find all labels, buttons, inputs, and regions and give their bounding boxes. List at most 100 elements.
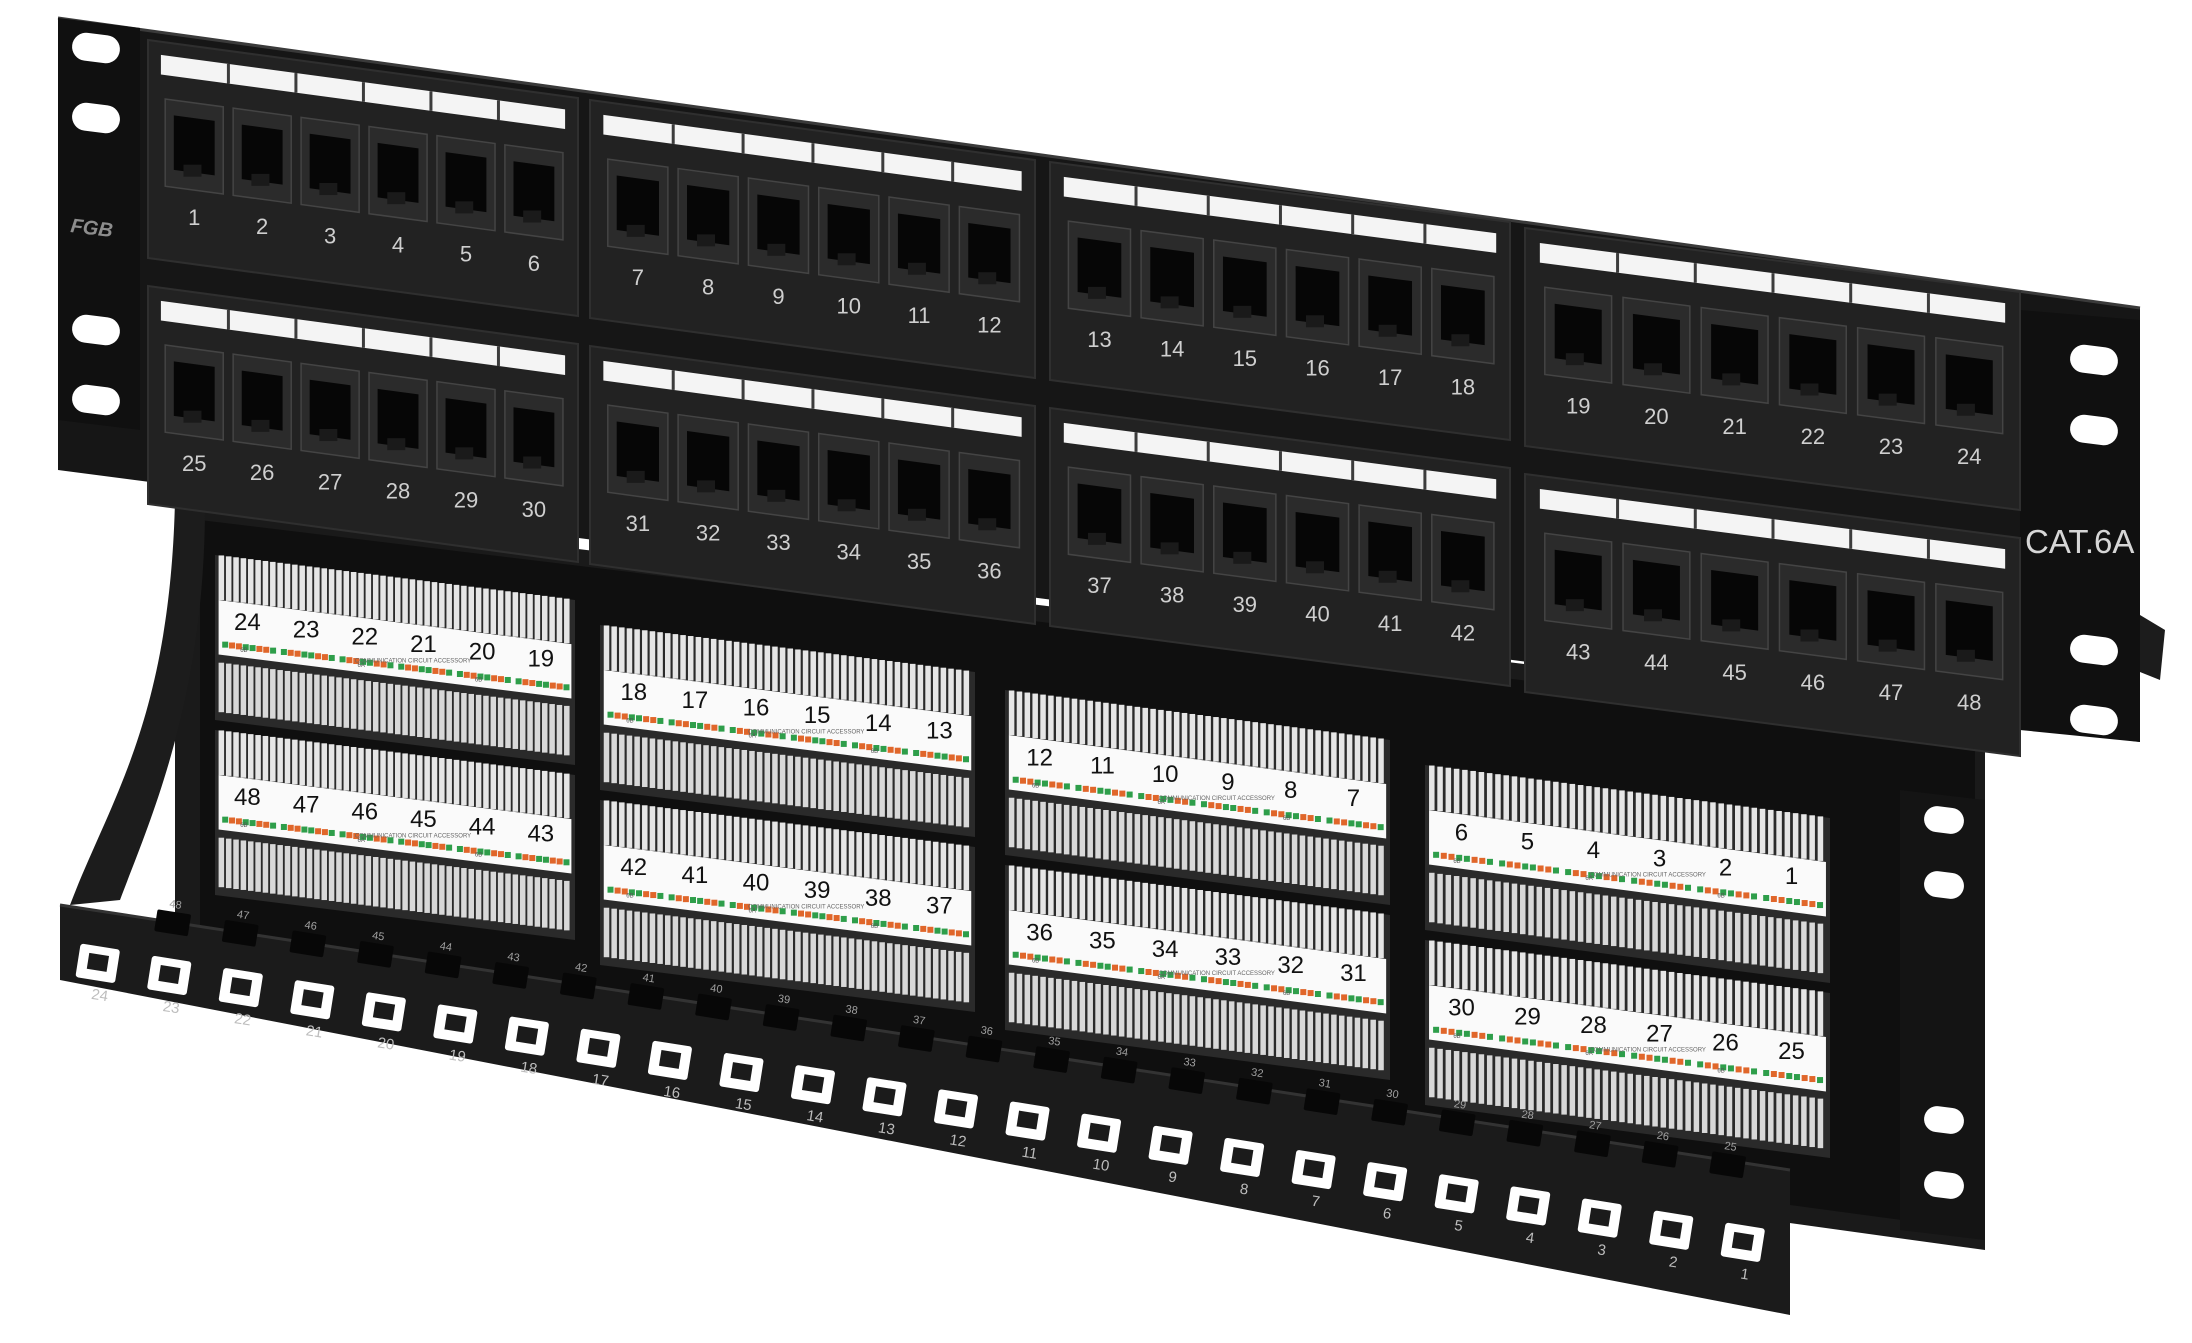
idc-contact (1470, 878, 1476, 928)
color-code-dot (366, 659, 373, 666)
color-code-dot (1189, 974, 1196, 981)
idc-contact (1056, 803, 1062, 854)
idc-contact (611, 801, 617, 846)
color-code-dot (256, 820, 263, 827)
color-code-dot (1263, 809, 1270, 816)
idc-contact (1111, 878, 1117, 924)
cable-tie-slot: 11 (1005, 1101, 1050, 1163)
idc-contact (1635, 792, 1642, 838)
color-code-dot (522, 854, 529, 861)
color-code-dot (1244, 806, 1251, 813)
port-number-label: 40 (1305, 602, 1329, 627)
idc-contact (1809, 1097, 1815, 1148)
latch-slot (1878, 639, 1897, 652)
color-code-dot (887, 746, 894, 753)
color-code-dot (866, 919, 873, 926)
idc-contact (879, 942, 885, 992)
idc-contact (1792, 920, 1799, 970)
color-code-dot (229, 642, 236, 649)
idc-contact (1323, 838, 1329, 889)
idc-contact (833, 654, 839, 699)
idc-contact (277, 562, 283, 608)
idc-contact (1134, 989, 1141, 1039)
port-number-label: 13 (1087, 327, 1111, 352)
color-code-dot (1603, 874, 1610, 881)
idc-contact (549, 771, 555, 817)
tie-slot-bridge (1588, 1207, 1611, 1227)
rj45-jack-opening (1150, 247, 1194, 308)
idc-contact (1486, 948, 1493, 993)
port-number-label: 41 (1378, 611, 1402, 636)
cable-bar-number: 30 (1385, 1088, 1399, 1102)
idc-contact (284, 845, 291, 896)
idc-contact (1817, 991, 1824, 1036)
color-code-dot (805, 736, 812, 743)
rj45-jack-opening (445, 152, 487, 213)
port-number-label: 15 (1233, 346, 1257, 371)
block-caption: COMMUNICATION CIRCUIT ACCESSORY (355, 833, 471, 839)
idc-contact (1299, 1010, 1306, 1061)
color-code-dot (1514, 862, 1521, 869)
idc-contact (1528, 1060, 1534, 1111)
color-code-dot (697, 722, 704, 729)
color-code-dot (643, 891, 650, 898)
idc-contact (1470, 770, 1476, 816)
cable-tie-slot: 12 (934, 1089, 978, 1151)
color-code-dot (1618, 876, 1625, 883)
cable-tie-slot-rear: 28 (1506, 1109, 1544, 1147)
rj45-jack-opening (1789, 334, 1837, 395)
cable-bar-number: 36 (980, 1024, 994, 1038)
idc-contact (1734, 1087, 1741, 1138)
color-code-dot (556, 858, 563, 865)
idc-contact (1370, 844, 1376, 895)
color-code-dot (1545, 1041, 1552, 1048)
cable-tie-slot-rear: 33 (1168, 1056, 1206, 1094)
color-code-dot (1348, 995, 1355, 1002)
latch-slot (251, 419, 270, 432)
idc-contact (825, 828, 832, 873)
color-code-dot (470, 672, 477, 679)
color-code-dot (1145, 794, 1152, 800)
color-code-dot (1786, 898, 1793, 905)
idc-contact (1236, 827, 1243, 877)
block-port-number: 25 (1778, 1038, 1805, 1065)
idc-contact (321, 850, 327, 901)
color-code-dot (1677, 883, 1684, 890)
idc-contact (490, 696, 497, 747)
idc-contact (932, 841, 939, 887)
color-code-dot (321, 829, 328, 836)
latch-slot (907, 508, 926, 521)
idc-contact (417, 862, 423, 913)
color-code-dot (941, 928, 948, 935)
color-code-dot (736, 727, 743, 734)
color-code-dot (263, 646, 270, 653)
idc-contact (1495, 881, 1501, 931)
idc-contact (365, 748, 372, 794)
latch-slot (1722, 373, 1741, 386)
idc-contact (314, 567, 320, 612)
idc-contact (833, 761, 839, 812)
color-code-dot (1793, 899, 1800, 906)
idc-contact (314, 849, 320, 900)
color-code-dot (1020, 952, 1027, 959)
idc-contact (1016, 691, 1023, 737)
cable-bar-number: 24 (90, 986, 109, 1005)
color-code-dot (779, 908, 786, 915)
color-code-dot (1160, 795, 1167, 802)
block-port-number: 12 (1026, 744, 1053, 771)
color-code-dot (328, 829, 335, 836)
idc-contact (665, 808, 671, 853)
color-code-dot (1278, 986, 1285, 993)
idc-contact (1181, 887, 1188, 933)
idc-contact (336, 745, 342, 790)
idc-contact (564, 880, 570, 931)
idc-contact (1801, 921, 1807, 971)
block-port-number: 5 (1521, 828, 1534, 855)
cable-tie-slot-rear: 27 (1574, 1119, 1611, 1158)
color-code-dot (1793, 1074, 1800, 1081)
latch-slot (1305, 315, 1324, 328)
block-port-number: 31 (1340, 960, 1367, 987)
idc-contact (1111, 811, 1117, 861)
idc-contact (726, 748, 732, 798)
idc-contact (1610, 1071, 1617, 1122)
